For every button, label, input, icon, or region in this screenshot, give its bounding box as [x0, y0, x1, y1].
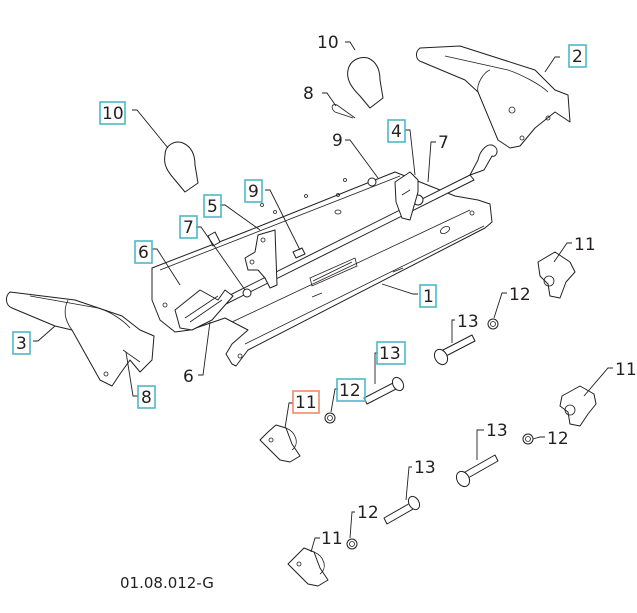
part-nut-2[interactable]	[324, 412, 336, 424]
callout-8-top[interactable]: 8	[303, 84, 314, 104]
callout-6-boxed[interactable]: 6	[134, 240, 153, 264]
callout-12-c[interactable]: 12	[547, 429, 569, 449]
part-star-knob-1[interactable]	[537, 251, 576, 299]
svg-text:7: 7	[183, 218, 194, 238]
callout-11-a[interactable]: 11	[574, 235, 596, 255]
callout-11-b[interactable]: 11	[615, 360, 637, 380]
part-nut-4[interactable]	[346, 538, 358, 550]
svg-text:13: 13	[379, 344, 401, 364]
leader-lines	[33, 41, 613, 553]
svg-text:11: 11	[615, 360, 637, 380]
part-star-knob-2[interactable]	[559, 385, 597, 427]
svg-text:5: 5	[207, 197, 218, 217]
callout-13-boxed[interactable]: 13	[376, 341, 406, 365]
svg-text:12: 12	[509, 285, 531, 305]
callout-1[interactable]: 1	[419, 284, 437, 308]
part-bolt-1[interactable]	[432, 334, 476, 367]
part-bolt-2[interactable]	[363, 375, 406, 405]
svg-text:4: 4	[391, 122, 402, 142]
svg-text:12: 12	[339, 381, 361, 401]
callout-10-top[interactable]: 10	[317, 33, 339, 53]
part-grip-knob-right[interactable]	[347, 57, 384, 109]
callout-12-d[interactable]: 12	[357, 503, 379, 523]
svg-text:7: 7	[438, 133, 449, 153]
part-nut-1[interactable]	[487, 318, 499, 330]
callout-5[interactable]: 5	[203, 194, 222, 218]
part-pin[interactable]	[292, 177, 377, 259]
svg-text:13: 13	[414, 458, 436, 478]
callout-2[interactable]: 2	[568, 44, 587, 68]
svg-text:8: 8	[141, 388, 152, 408]
svg-text:12: 12	[547, 429, 569, 449]
svg-text:11: 11	[321, 529, 343, 549]
svg-text:9: 9	[248, 182, 259, 202]
callout-12-boxed[interactable]: 12	[336, 378, 366, 402]
callout-4[interactable]: 4	[387, 119, 406, 143]
callout-8-boxed[interactable]: 8	[137, 385, 156, 409]
svg-text:6: 6	[183, 367, 194, 387]
part-nut-3[interactable]	[522, 433, 534, 445]
callout-11-selected[interactable]: 11	[292, 390, 320, 414]
part-bolt-3[interactable]	[454, 454, 499, 489]
callout-9-top[interactable]: 9	[332, 131, 343, 151]
part-bolt-4[interactable]	[383, 494, 422, 525]
svg-text:10: 10	[102, 104, 124, 124]
svg-text:11: 11	[295, 393, 317, 413]
svg-text:9: 9	[332, 131, 343, 151]
svg-text:8: 8	[303, 84, 314, 104]
part-hairpin-clip[interactable]	[331, 104, 356, 119]
part-small-clip[interactable]	[207, 231, 221, 247]
part-star-knob-3[interactable]	[259, 424, 301, 463]
svg-text:12: 12	[357, 503, 379, 523]
part-lever-handle-right[interactable]	[416, 45, 571, 149]
svg-text:11: 11	[574, 235, 596, 255]
callout-13-d[interactable]: 13	[414, 458, 436, 478]
callout-9-boxed[interactable]: 9	[244, 179, 263, 203]
callout-11-d[interactable]: 11	[321, 529, 343, 549]
svg-text:1: 1	[423, 287, 434, 307]
part-lever-plate-left[interactable]	[174, 289, 234, 331]
svg-text:10: 10	[317, 33, 339, 53]
callout-10-left[interactable]: 10	[99, 101, 126, 125]
part-lever-handle-left[interactable]	[6, 291, 155, 387]
part-lever-plate[interactable]	[394, 171, 419, 221]
callout-12-a[interactable]: 12	[509, 285, 531, 305]
callout-13-c[interactable]: 13	[486, 421, 508, 441]
callout-3[interactable]: 3	[12, 331, 31, 355]
svg-text:3: 3	[16, 334, 27, 354]
callout-13-a[interactable]: 13	[457, 312, 479, 332]
svg-text:13: 13	[486, 421, 508, 441]
callout-7-top[interactable]: 7	[438, 133, 449, 153]
part-frame-bracket[interactable]	[151, 171, 493, 367]
svg-text:6: 6	[138, 243, 149, 263]
callout-7-boxed[interactable]: 7	[179, 215, 198, 239]
callout-6-plain[interactable]: 6	[183, 367, 194, 387]
part-grip-knob-left[interactable]	[164, 141, 199, 193]
part-bracket-plate[interactable]	[244, 229, 278, 289]
part-star-knob-4[interactable]	[287, 547, 329, 587]
svg-text:13: 13	[457, 312, 479, 332]
svg-text:2: 2	[572, 47, 583, 67]
diagram-code: 01.08.012-G	[120, 574, 214, 592]
